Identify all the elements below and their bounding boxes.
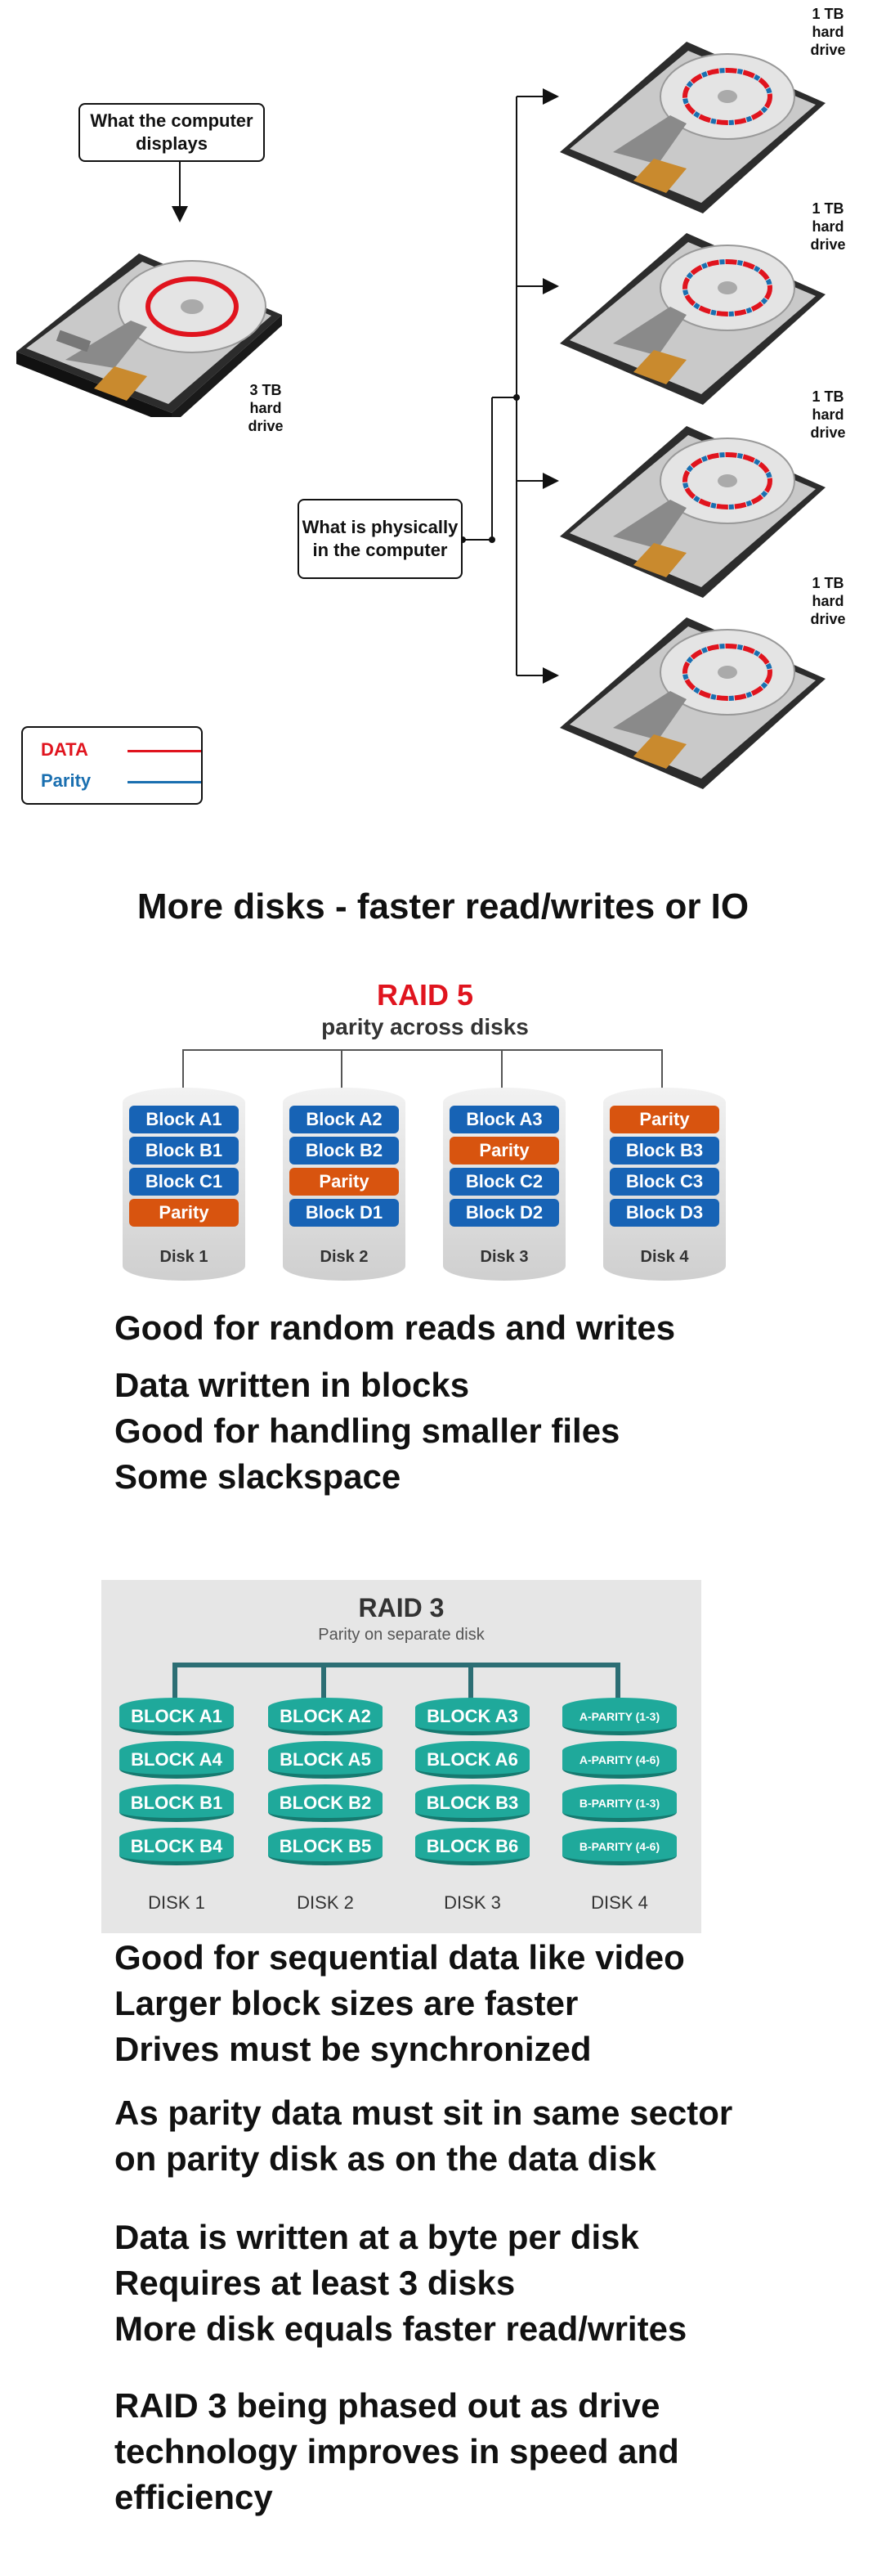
raid5-parity-block: Parity xyxy=(289,1168,399,1196)
raid3-disk-label: DISK 2 xyxy=(297,1892,354,1913)
raid5-data-block: Block D3 xyxy=(610,1199,719,1227)
legend-parity-label: Parity xyxy=(41,770,92,791)
raid3-disk: BLOCK A3 BLOCK A6 BLOCK B3 BLOCK B6 DISK 3 xyxy=(412,1698,533,1925)
computer-display-label: What the computer displays xyxy=(90,110,253,154)
raid3-parity-block: A-PARITY (1-3) xyxy=(562,1698,677,1735)
raid5-data-block: Block D1 xyxy=(289,1199,399,1227)
raid5-data-block: Block B2 xyxy=(289,1137,399,1165)
small-drive-label: 1 TB hard drive xyxy=(810,575,846,627)
raid3-note: Data is written at a byte per disk xyxy=(114,2218,639,2256)
legend: DATA Parity xyxy=(21,726,203,805)
legend-data-label: DATA xyxy=(41,739,88,760)
hard-drive-3tb-icon xyxy=(16,254,282,417)
physical-label: What is physically in the computer xyxy=(302,517,459,560)
raid3-disk-label: DISK 3 xyxy=(444,1892,501,1913)
raid3-note: RAID 3 being phased out as drive xyxy=(114,2386,660,2425)
hard-drive-1tb-icon xyxy=(560,42,826,213)
big-drive-label: 3 TB hard drive xyxy=(248,382,284,434)
raid5-data-block: Block C2 xyxy=(450,1168,559,1196)
raid5-disk-label: Disk 4 xyxy=(640,1248,689,1266)
raid3-parity-block: A-PARITY (4-6) xyxy=(562,1741,677,1779)
small-drive-label: 1 TB hard drive xyxy=(810,200,846,253)
small-drive-label: 1 TB hard drive xyxy=(810,388,846,441)
more-disks-heading: More disks - faster read/writes or IO xyxy=(136,886,750,927)
raid3-note: technology improves in speed and xyxy=(114,2432,679,2471)
raid3-note: on parity disk as on the data disk xyxy=(114,2139,656,2178)
hard-drive-1tb-icon xyxy=(560,233,826,405)
raid3-data-block: BLOCK B5 xyxy=(268,1828,383,1865)
raid5-note: Data written in blocks xyxy=(114,1366,470,1404)
raid3-note: Larger block sizes are faster xyxy=(114,1984,579,2022)
raid3-disk-label: DISK 1 xyxy=(148,1892,205,1913)
raid3-disk: BLOCK A2 BLOCK A5 BLOCK B2 BLOCK B5 DISK 2 xyxy=(265,1698,386,1925)
raid5-data-block: Block B3 xyxy=(610,1137,719,1165)
raid3-notes-3: Data is written at a byte per disk Requi… xyxy=(114,2215,687,2352)
raid3-disk: A-PARITY (1-3) A-PARITY (4-6) B-PARITY (1-… xyxy=(559,1698,680,1925)
hard-drive-1tb-icon xyxy=(560,426,826,598)
raid5-data-block: Block A1 xyxy=(129,1106,239,1133)
raid3-data-block: BLOCK A3 xyxy=(415,1698,530,1735)
raid5-disk-label: Disk 2 xyxy=(320,1248,369,1266)
raid3-note: efficiency xyxy=(114,2478,273,2516)
physical-box: What is physically in the computer xyxy=(298,499,463,579)
raid3-note: Good for sequential data like video xyxy=(114,1938,685,1977)
raid3-title: RAID 3 xyxy=(358,1593,445,1622)
raid5-parity-block: Parity xyxy=(610,1106,719,1133)
raid5-data-block: Block C3 xyxy=(610,1168,719,1196)
connector-lines xyxy=(172,88,559,684)
raid3-disk: BLOCK A1 BLOCK A4 BLOCK B1 BLOCK B4 DISK 1 xyxy=(116,1698,237,1925)
raid5-parity-block: Parity xyxy=(129,1199,239,1227)
raid3-parity-block: B-PARITY (4-6) xyxy=(562,1828,677,1865)
raid3-data-block: BLOCK A5 xyxy=(268,1741,383,1779)
small-drive-label: 1 TB hard drive xyxy=(810,6,846,58)
raid3-data-block: BLOCK A1 xyxy=(119,1698,234,1735)
raid3-parity-block: B-PARITY (1-3) xyxy=(562,1784,677,1822)
legend-parity-line xyxy=(128,781,201,783)
raid3-notes-2: As parity data must sit in same sector o… xyxy=(114,2090,732,2182)
raid3-data-block: BLOCK A2 xyxy=(268,1698,383,1735)
raid5-subtitle: parity across disks xyxy=(321,1014,529,1039)
raid5-note: Some slackspace xyxy=(114,1457,401,1496)
raid3-note: Requires at least 3 disks xyxy=(114,2264,516,2302)
raid5-parity-block: Parity xyxy=(450,1137,559,1165)
raid3-data-block: BLOCK B4 xyxy=(119,1828,234,1865)
raid3-data-block: BLOCK B1 xyxy=(119,1784,234,1822)
raid5-note: Good for random reads and writes xyxy=(114,1308,676,1347)
computer-display-box: What the computer displays xyxy=(78,103,265,162)
raid3-notes-1: Good for sequential data like video Larg… xyxy=(114,1935,685,2072)
raid5-note: Good for handling smaller files xyxy=(114,1411,620,1450)
raid3-data-block: BLOCK A4 xyxy=(119,1741,234,1779)
raid5-data-block: Block A3 xyxy=(450,1106,559,1133)
raid3-connectors xyxy=(172,1663,620,1703)
raid3-note: Drives must be synchronized xyxy=(114,2030,592,2068)
raid3-notes-4: RAID 3 being phased out as drive technol… xyxy=(114,2383,679,2520)
raid3-data-block: BLOCK B2 xyxy=(268,1784,383,1822)
raid3-note: As parity data must sit in same sector xyxy=(114,2094,733,2132)
raid3-data-block: BLOCK B6 xyxy=(415,1828,530,1865)
raid5-disk-label: Disk 3 xyxy=(480,1248,529,1266)
raid3-data-block: BLOCK B3 xyxy=(415,1784,530,1822)
raid5-connectors xyxy=(182,1049,663,1093)
raid3-subtitle: Parity on separate disk xyxy=(318,1626,485,1644)
raid3-data-block: BLOCK A6 xyxy=(415,1741,530,1779)
raid5-data-block: Block C1 xyxy=(129,1168,239,1196)
legend-data-line xyxy=(128,750,201,752)
raid5-data-block: Block A2 xyxy=(289,1106,399,1133)
raid3-note: More disk equals faster read/writes xyxy=(114,2309,687,2348)
hard-drive-1tb-icon xyxy=(560,617,826,789)
raid5-notes: Good for random reads and writes Data wr… xyxy=(114,1305,675,1500)
raid5-title: RAID 5 xyxy=(376,978,474,1012)
raid5-data-block: Block B1 xyxy=(129,1137,239,1165)
raid3-disk-label: DISK 4 xyxy=(591,1892,648,1913)
raid5-disk-label: Disk 1 xyxy=(159,1248,208,1266)
drive-diagram: What the computer displays What is physi… xyxy=(0,0,886,826)
raid5-data-block: Block D2 xyxy=(450,1199,559,1227)
